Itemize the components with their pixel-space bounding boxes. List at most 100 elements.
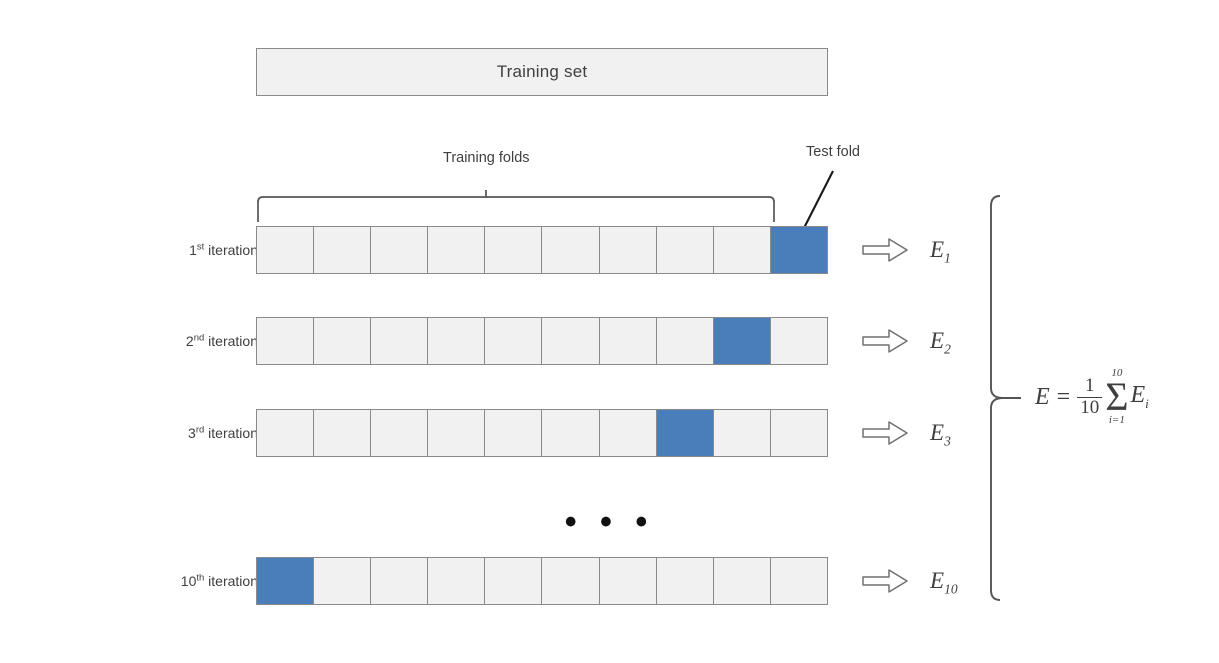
training-fold-cell [599,410,657,456]
training-fold-cell [428,558,486,604]
training-fold-cell [257,410,315,456]
test-fold-cell [770,227,827,273]
training-fold-cell [599,227,657,273]
training-fold-cell [542,227,600,273]
iteration-number: 10 [180,573,197,589]
error-subscript: 2 [944,341,951,357]
iteration-suffix: iteration [204,333,258,349]
training-fold-cell [713,410,771,456]
error-symbol: E [930,237,945,262]
training-fold-cell [542,558,600,604]
training-fold-cell [542,410,600,456]
test-fold-cell [656,410,714,456]
iteration-suffix: iteration [204,242,258,258]
error-term: E1 [930,237,951,266]
training-fold-cell [257,318,315,364]
error-term: E3 [930,420,951,449]
training-fold-cell [428,227,486,273]
iteration-ordinal: rd [195,424,205,436]
iteration-label: 1st iteration [189,242,258,258]
summation-operator: 10 Σ i=1 [1105,368,1128,426]
iteration-label: 10th iteration [181,573,258,589]
training-fold-cell [599,318,657,364]
test-fold-label: Test fold [806,144,860,160]
error-symbol: E [930,568,945,593]
sigma-glyph: Σ [1105,374,1129,419]
iteration-ordinal: th [196,572,205,584]
error-symbol: E [930,328,945,353]
training-set-label: Training set [496,62,588,81]
fraction-numerator: 1 [1084,374,1095,396]
training-fold-cell [371,410,429,456]
ellipsis-indicator: • • • [564,503,655,541]
training-fold-cell [371,558,429,604]
training-fold-cell [656,227,714,273]
iteration-number: 2 [185,333,194,349]
training-fold-cell [485,558,543,604]
training-fold-cell [770,410,827,456]
training-fold-cell [485,410,543,456]
training-fold-cell [371,318,429,364]
error-term: E2 [930,328,951,357]
training-fold-cell [428,410,486,456]
iteration-ordinal: nd [193,332,205,344]
test-fold-cell [713,318,771,364]
formula-fraction: 1 10 [1077,374,1103,419]
training-fold-cell [371,227,429,273]
formula-lhs: E [1035,383,1050,410]
fold-grid [256,317,828,365]
training-fold-cell [770,318,827,364]
training-fold-cell [314,558,372,604]
summation-lower-limit: i=1 [1108,414,1125,426]
error-symbol: E [930,420,945,445]
iteration-number: 3 [188,425,196,441]
block-arrow-icon [862,420,908,446]
test-fold-cell [257,558,315,604]
training-folds-brace-right [486,196,775,222]
block-arrow-icon [862,328,908,354]
test-fold-leader-line [803,170,834,229]
formula-term-subscript: i [1145,395,1149,411]
error-subscript: 10 [944,581,958,597]
training-fold-cell [314,227,372,273]
training-fold-cell [656,558,714,604]
error-term: E10 [930,568,958,597]
training-folds-brace-left [257,190,487,222]
fold-grid [256,557,828,605]
training-fold-cell [656,318,714,364]
block-arrow-icon [862,568,908,594]
error-subscript: 1 [944,250,951,266]
training-set-box: Training set [256,48,828,96]
training-fold-cell [713,558,771,604]
training-fold-cell [599,558,657,604]
training-fold-cell [485,318,543,364]
training-fold-cell [428,318,486,364]
training-fold-cell [257,227,315,273]
average-error-formula: E = 1 10 10 Σ i=1 Ei [1035,368,1149,426]
training-fold-cell [542,318,600,364]
training-fold-cell [314,410,372,456]
training-fold-cell [314,318,372,364]
iteration-number: 1 [189,242,197,258]
iteration-suffix: iteration [204,425,258,441]
fold-grid [256,226,828,274]
training-fold-cell [770,558,827,604]
fraction-denominator: 10 [1077,396,1103,419]
summation-upper-limit: 10 [1111,367,1123,379]
training-fold-cell [485,227,543,273]
iteration-label: 2nd iteration [186,333,258,349]
fold-grid [256,409,828,457]
iteration-label: 3rd iteration [188,425,258,441]
error-subscript: 3 [944,433,951,449]
training-folds-label: Training folds [443,150,530,166]
block-arrow-icon [862,237,908,263]
formula-equals: = [1056,383,1071,410]
formula-term: Ei [1130,382,1149,411]
training-fold-cell [713,227,771,273]
iteration-ordinal: st [196,241,205,253]
